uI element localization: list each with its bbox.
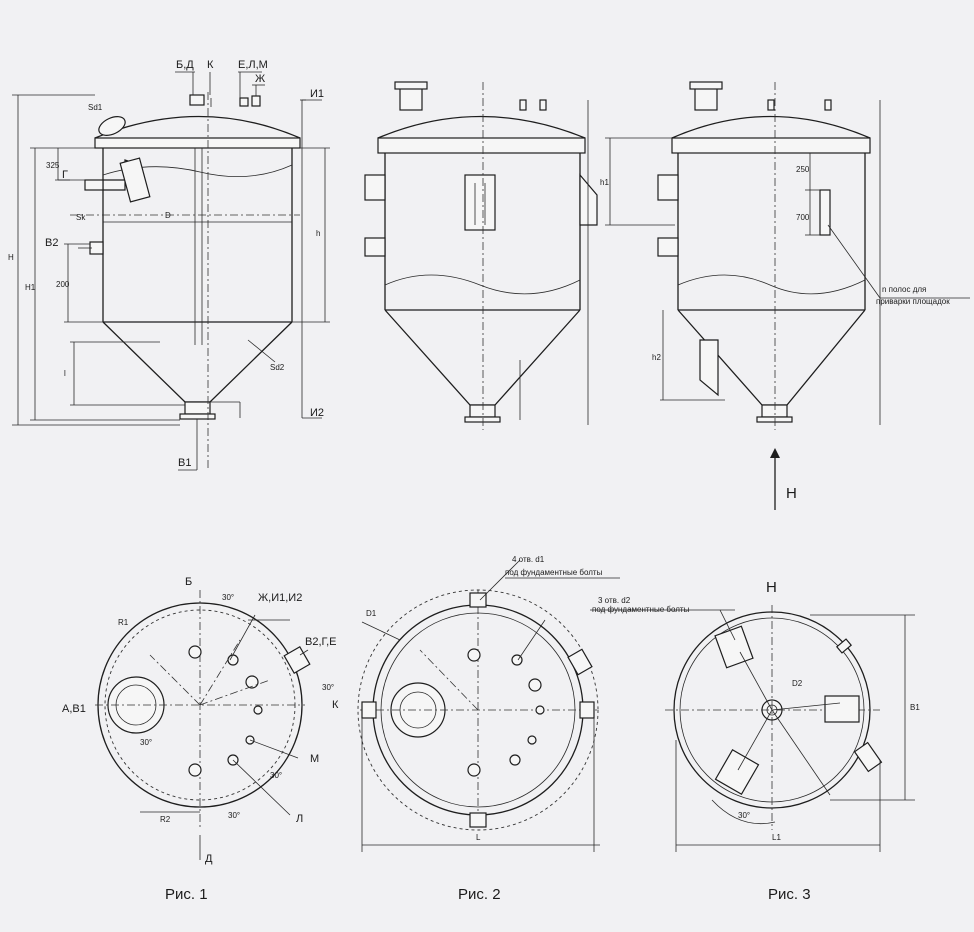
caption-fig2: Рис. 2 <box>458 886 501 903</box>
note-strips-line2: приварки площадок <box>876 297 950 306</box>
label-g: Г <box>62 169 68 181</box>
view-letter-plan: H <box>766 579 777 596</box>
label-i1: И1 <box>310 88 324 100</box>
label-plan-m: М <box>310 753 319 765</box>
dim-d1: D1 <box>366 609 377 618</box>
note-holes-d1-line2: под фундаментные болты <box>505 568 603 577</box>
dim-l: l <box>64 369 66 378</box>
dim-h1: Н1 <box>25 283 36 292</box>
dim-l1: L1 <box>772 833 781 842</box>
note-strips-line1: n полос для <box>882 285 926 294</box>
angle-3: 30° <box>140 738 152 747</box>
dim-250: 250 <box>796 165 810 174</box>
dim-200: 200 <box>56 280 70 289</box>
note-holes-d2-line1: 3 отв. d2 <box>598 596 631 605</box>
label-plan-a: А,В1 <box>62 703 86 715</box>
label-plan-l: Л <box>296 813 303 825</box>
dim-l: L <box>476 833 481 842</box>
dim-325: 325 <box>46 161 60 170</box>
dim-d: D <box>165 211 171 220</box>
caption-fig1: Рис. 1 <box>165 886 208 903</box>
dim-sd1: Sd1 <box>88 103 103 112</box>
fig2-side-view <box>364 81 598 430</box>
label-plan-group2: В2,Г,Е <box>305 636 337 648</box>
label-plan-r1: R1 <box>118 618 129 627</box>
label-plan-b: Б <box>185 576 192 588</box>
fig2-plan-view: 4 отв. d1 под фундаментные болты D1 L <box>357 555 620 852</box>
label-b1: В1 <box>178 457 191 469</box>
note-holes-d1-line1: 4 отв. d1 <box>512 555 545 564</box>
label-plan-r2: R2 <box>160 815 171 824</box>
caption-fig3: Рис. 3 <box>768 886 811 903</box>
view-letter-side: H <box>786 485 797 502</box>
dim-sk: Sk <box>76 213 86 222</box>
label-b2: В2 <box>45 237 58 249</box>
angle-4: 30° <box>228 811 240 820</box>
label-k: К <box>207 59 214 71</box>
angle-1: 30° <box>222 593 234 602</box>
fig1-side-view: Б,Д К Е,Л,М Ж И1 И2 В1 Г В2 H Н1 325 200… <box>8 59 330 471</box>
dim-h2-fig3: h2 <box>652 353 661 362</box>
fig3-side-view: h1 h2 250 700 n полос для приварки площа… <box>600 81 970 510</box>
dim-sd2: Sd2 <box>270 363 285 372</box>
angle-2: 30° <box>322 683 334 692</box>
dim-h1-fig3: h1 <box>600 178 609 187</box>
note-holes-d2-line2: под фундаментные болты <box>592 605 690 614</box>
dim-b1: B1 <box>910 703 920 712</box>
label-plan-group1: Ж,И1,И2 <box>258 592 302 604</box>
label-plan-d: Д <box>205 853 213 865</box>
label-zh: Ж <box>255 73 265 85</box>
label-elm: Е,Л,М <box>238 59 268 71</box>
angle-fig3: 30° <box>738 811 750 820</box>
fig1-plan-view: Б Д А,В1 К М Л Ж,И1,И2 В2,Г,Е R1 R2 30° … <box>62 576 339 865</box>
label-bd: Б,Д <box>176 59 194 71</box>
dim-d2: D2 <box>792 679 803 688</box>
angle-5: 30° <box>270 771 282 780</box>
label-i2: И2 <box>310 407 324 419</box>
dim-h-total: H <box>8 253 14 262</box>
dim-700: 700 <box>796 213 810 222</box>
dim-h: h <box>316 229 320 238</box>
fig3-plan-view: H 3 отв. d2 под фундаментные болты D2 B1… <box>590 579 920 852</box>
label-plan-k: К <box>332 699 339 711</box>
